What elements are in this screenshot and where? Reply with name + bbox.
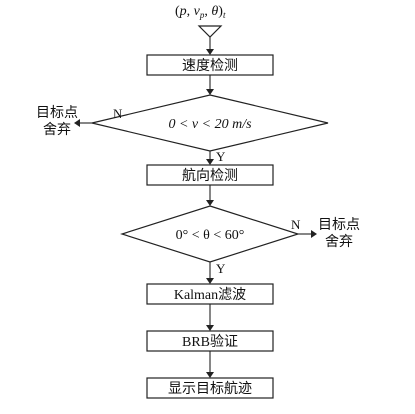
arrow-speed-yes	[206, 159, 214, 165]
speed-discard-line1: 目标点	[36, 105, 78, 121]
speed-check-label: 速度检测	[182, 58, 238, 74]
display-box	[146, 377, 274, 399]
heading-condition: 0° < θ < 60°	[176, 228, 245, 243]
heading-discard-line2: 舍弃	[325, 234, 353, 250]
speed-yes-label: Y	[216, 149, 226, 164]
arrow-brb-display	[206, 372, 214, 378]
input-triangle	[197, 25, 223, 38]
arrow-speed-decision	[206, 89, 214, 95]
brb-label: BRB验证	[182, 334, 238, 350]
speed-condition: 0 < v < 20 m/s	[168, 117, 252, 132]
heading-yes-label: Y	[216, 261, 226, 276]
speed-discard-line2: 舍弃	[43, 122, 71, 138]
speed-no-label: N	[113, 106, 123, 121]
arrow-heading-yes	[206, 278, 214, 284]
arrow-heading-decision	[206, 200, 214, 206]
arrow-heading-no	[311, 230, 317, 238]
display-label: 显示目标航迹	[168, 381, 252, 397]
arrow-input-speed	[206, 49, 214, 55]
input-tuple: (p, vp, θ)t	[175, 4, 226, 20]
heading-check-label: 航向检测	[182, 168, 238, 184]
arrow-kalman-brb	[206, 325, 214, 331]
arrow-speed-no	[74, 119, 80, 127]
kalman-label: Kalman滤波	[174, 287, 246, 303]
heading-discard-line1: 目标点	[318, 217, 360, 233]
heading-no-label: N	[291, 217, 301, 232]
